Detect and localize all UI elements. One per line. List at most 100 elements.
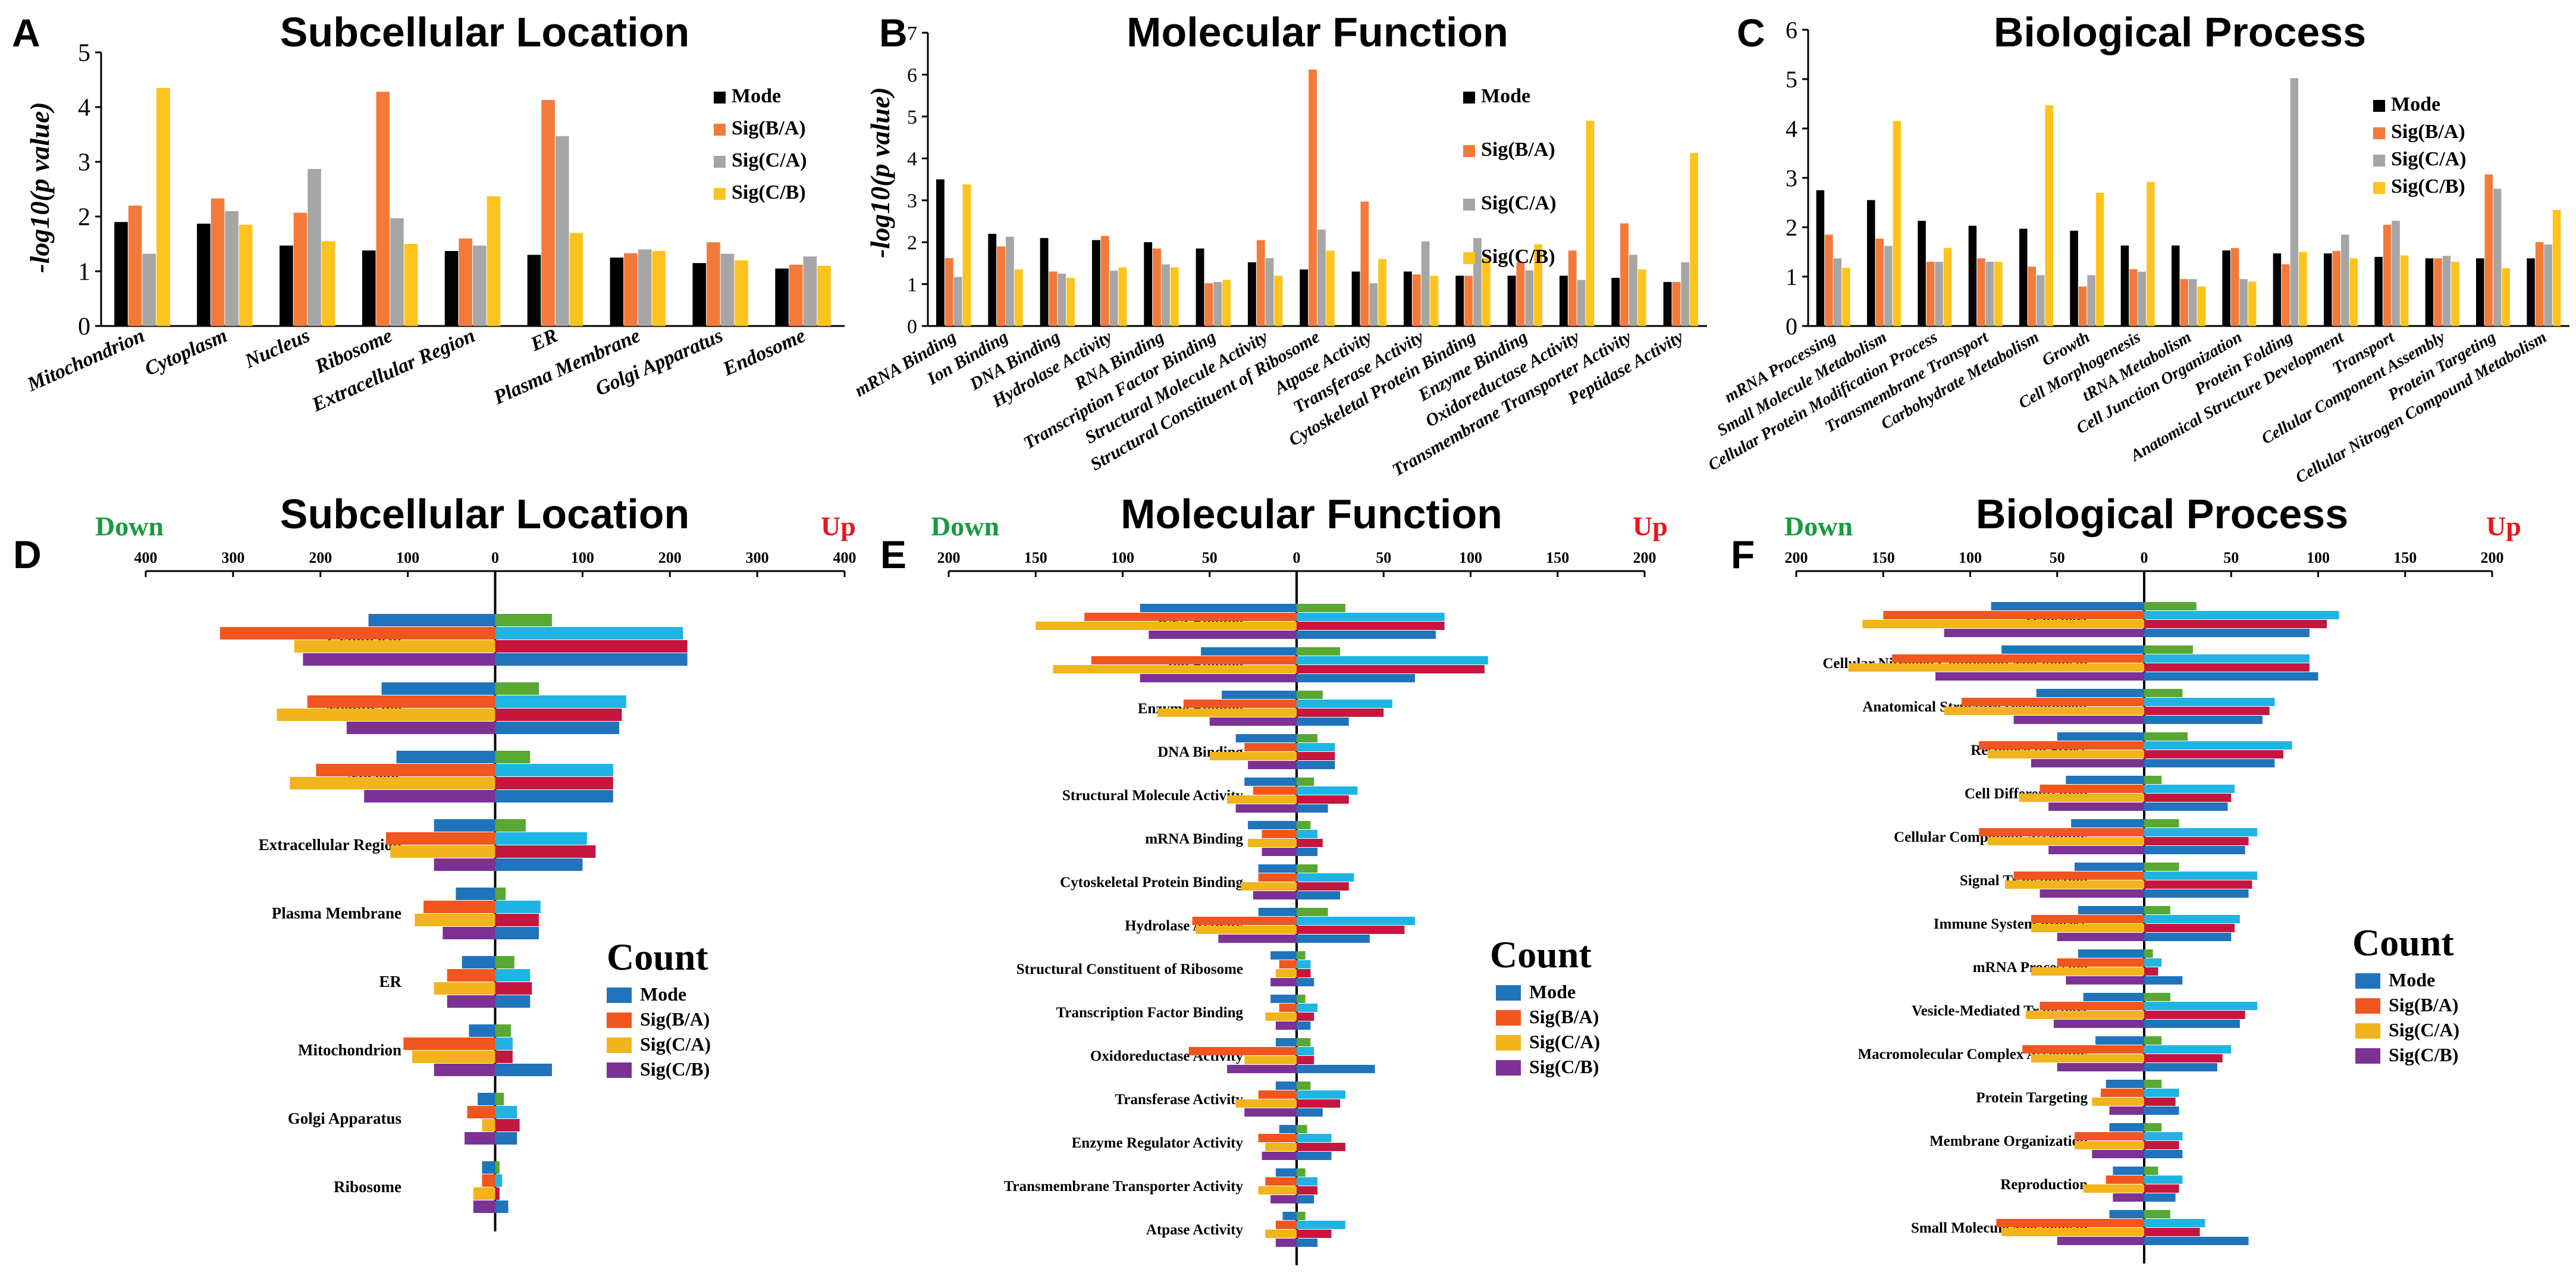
- legend-label: Mode: [1481, 85, 1530, 107]
- bar-sigca: [803, 256, 817, 326]
- legend-swatch: [2373, 127, 2385, 139]
- bar-mode: [2323, 253, 2332, 326]
- up-bar-sigcb: [495, 927, 539, 939]
- down-bar-sigcb: [2031, 759, 2144, 767]
- down-bar-sigcb: [447, 995, 495, 1008]
- down-bar-sigca: [2083, 1184, 2144, 1193]
- y-tick-label: 1: [907, 274, 917, 296]
- up-bar-sigcb: [2144, 889, 2249, 898]
- down-bar-sigca: [434, 982, 495, 995]
- up-bar-sigca: [2144, 750, 2283, 758]
- down-bar-mode: [1270, 951, 1297, 960]
- x-tick-label: 300: [221, 549, 244, 566]
- down-bar-mode: [2071, 819, 2144, 827]
- up-bar-sigba: [2144, 785, 2235, 793]
- bar-mode: [2425, 258, 2434, 326]
- bar-sigba: [211, 198, 225, 326]
- down-bar-sigba: [1262, 830, 1297, 838]
- bar-sigba: [128, 205, 142, 326]
- up-bar-mode: [495, 1093, 504, 1105]
- bar-sigca: [1833, 258, 1842, 326]
- legend-label: Mode: [640, 983, 686, 1005]
- x-tick-label: 100: [1111, 549, 1134, 566]
- up-bar-mode: [2144, 863, 2179, 871]
- y-tick-label: 0: [1786, 313, 1797, 340]
- legend-label: Sig(C/A): [640, 1033, 711, 1055]
- down-bar-sigba: [1275, 1221, 1297, 1229]
- legend-swatch: [2355, 973, 2380, 989]
- y-category-label: Reproduction: [2000, 1177, 2088, 1193]
- bar-mode: [2120, 245, 2129, 326]
- bar-mode: [1816, 190, 1825, 326]
- down-bar-mode: [462, 956, 495, 968]
- legend-label: Sig(B/A): [732, 117, 806, 139]
- up-bar-sigba: [1297, 1134, 1332, 1142]
- up-bar-mode: [1297, 778, 1314, 786]
- bar-sigba: [1412, 274, 1421, 326]
- up-bar-sigca: [2144, 880, 2252, 889]
- down-bar-sigba: [1244, 743, 1297, 751]
- up-bar-sigba: [1297, 873, 1354, 882]
- up-bar-sigcb: [1297, 1239, 1318, 1247]
- up-bar-mode: [1297, 647, 1341, 656]
- bar-sigcb: [1066, 278, 1075, 326]
- up-bar-sigba: [2144, 1002, 2258, 1010]
- up-bar-mode: [2144, 949, 2153, 958]
- up-bar-sigba: [1297, 1221, 1345, 1229]
- down-bar-mode: [1201, 647, 1297, 656]
- down-bar-mode: [482, 1161, 495, 1174]
- up-bar-sigcb: [2144, 1237, 2249, 1245]
- legend-swatch: [1463, 199, 1475, 211]
- up-bar-sigba: [2144, 915, 2240, 923]
- y-category-label: mRNA Binding: [1145, 831, 1243, 847]
- up-bar-mode: [495, 956, 514, 968]
- down-bar-sigcb: [1275, 1021, 1297, 1030]
- x-tick-label: 100: [571, 549, 594, 566]
- down-bar-sigcb: [2048, 802, 2144, 811]
- y-category-label: Transferase Activity: [1115, 1092, 1244, 1108]
- up-bar-sigca: [2144, 663, 2310, 672]
- bar-sigba: [1464, 275, 1473, 326]
- up-bar-sigca: [2144, 837, 2249, 845]
- up-bar-sigba: [1297, 1090, 1345, 1099]
- y-tick-label: 4: [78, 95, 90, 122]
- bar-sigba: [1516, 262, 1525, 326]
- bar-sigca: [1985, 262, 1994, 326]
- bar-sigca: [473, 245, 487, 326]
- down-bar-sigba: [1979, 828, 2144, 836]
- bar-sigba: [1672, 282, 1681, 326]
- bar-sigcb: [2502, 268, 2511, 326]
- up-bar-sigcb: [495, 995, 531, 1008]
- up-bar-sigcb: [2144, 1150, 2183, 1158]
- x-tick-label: 50: [2050, 549, 2065, 566]
- bar-mode: [1091, 240, 1100, 326]
- x-tick-label: 400: [134, 549, 158, 566]
- down-bar-sigba: [307, 695, 495, 708]
- down-bar-sigca: [482, 1119, 495, 1131]
- down-bar-mode: [1275, 1038, 1297, 1046]
- y-axis-label: -log10(p value): [24, 102, 55, 272]
- up-bar-sigca: [1297, 622, 1445, 630]
- down-bar-sigca: [1241, 882, 1297, 891]
- bar-sigba: [541, 100, 555, 327]
- bar-sigba: [1926, 262, 1935, 326]
- up-bar-sigca: [2144, 1184, 2179, 1193]
- bar-sigcb: [569, 233, 583, 326]
- down-bar-sigba: [482, 1174, 495, 1187]
- down-bar-mode: [2109, 1123, 2144, 1131]
- down-bar-sigcb: [1935, 672, 2144, 681]
- chart-title: Molecular Function: [1127, 9, 1508, 55]
- up-bar-mode: [1297, 734, 1318, 742]
- bar-sigcb: [321, 241, 335, 326]
- up-bar-mode: [495, 751, 531, 763]
- down-bar-sigcb: [443, 927, 495, 939]
- up-bar-sigba: [1297, 1004, 1318, 1012]
- bar-sigba: [1360, 201, 1369, 326]
- bar-mode: [280, 245, 293, 326]
- up-bar-sigba: [1297, 830, 1318, 838]
- bar-sigcb: [2349, 258, 2358, 326]
- down-bar-sigcb: [1248, 761, 1297, 769]
- down-bar-sigcb: [2053, 1020, 2144, 1028]
